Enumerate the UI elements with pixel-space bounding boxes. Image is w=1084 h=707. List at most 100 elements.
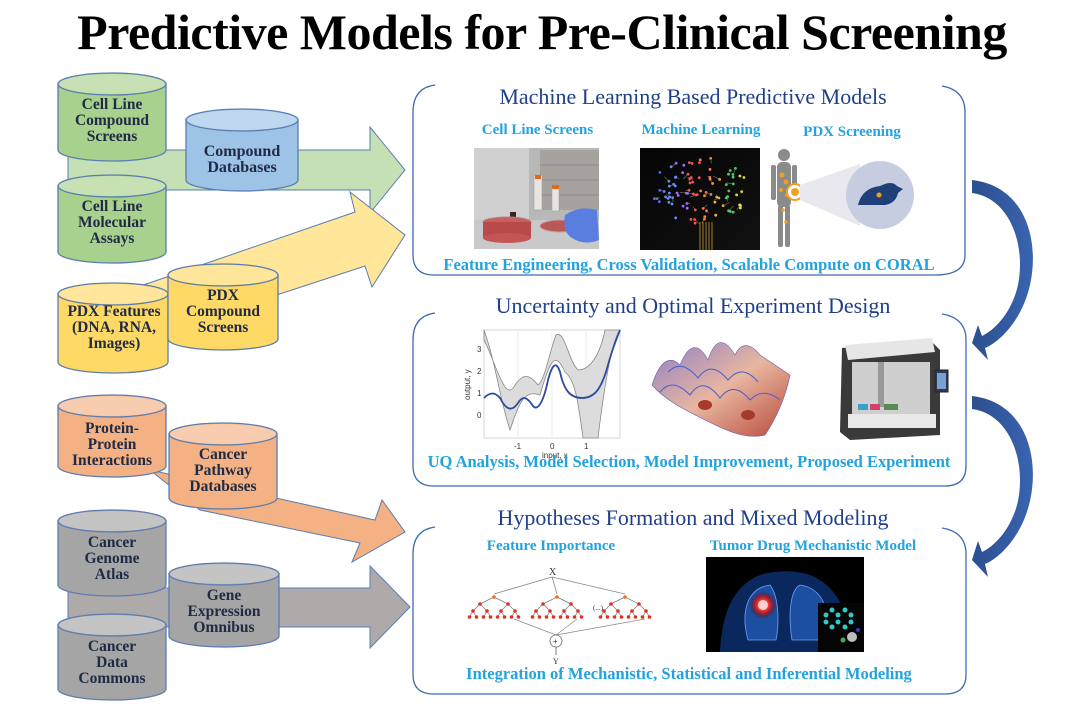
forest-node bbox=[640, 615, 645, 619]
brain-trace bbox=[705, 192, 707, 196]
brain-node bbox=[714, 213, 718, 217]
forest-node bbox=[551, 615, 556, 619]
forest-root-label: X bbox=[549, 567, 557, 578]
cyl-line: Interactions bbox=[71, 452, 153, 469]
brain-trace bbox=[664, 176, 670, 182]
gp-ytick-1: 1 bbox=[477, 389, 482, 398]
brain-node bbox=[703, 194, 706, 198]
cyl-line: Molecular bbox=[77, 214, 146, 231]
forest-node bbox=[474, 615, 479, 619]
brain-node bbox=[668, 191, 671, 195]
brain-node bbox=[735, 193, 738, 197]
forest-node bbox=[565, 615, 570, 619]
gp-ytick-2: 2 bbox=[477, 367, 482, 376]
cyl-line: Genome bbox=[84, 550, 140, 567]
brain-node bbox=[721, 204, 725, 208]
cylinder-shape-cancer-pathway-databases bbox=[168, 422, 278, 510]
gp-ytick-3: 3 bbox=[477, 345, 482, 354]
cyl-line: Commons bbox=[78, 670, 146, 687]
forest-edge bbox=[542, 596, 558, 605]
forest-node bbox=[605, 615, 610, 619]
cylinder-cell-line-compound-screens: Cell Line Compound Screens bbox=[58, 97, 166, 145]
forest-node bbox=[502, 615, 507, 619]
forest-node bbox=[485, 609, 489, 613]
cylinder-protein-protein-interactions: Protein- Protein Interactions bbox=[58, 421, 166, 469]
gp-xtick-0: -1 bbox=[514, 442, 522, 451]
cylinder-cancer-pathway-databases: Cancer Pathway Databases bbox=[169, 447, 277, 495]
cell-culture-photo bbox=[474, 148, 599, 249]
brain-node bbox=[697, 176, 701, 180]
forest-node bbox=[619, 615, 624, 619]
circuit-brain-image bbox=[640, 148, 760, 250]
curved-arrow-stage1-to-2 bbox=[972, 180, 1033, 360]
stage-2-title: Uncertainty and Optimal Experiment Desig… bbox=[452, 293, 934, 319]
forest-node bbox=[623, 595, 627, 599]
brain-node bbox=[674, 176, 677, 179]
cylinder-shape-protein-protein-interactions bbox=[57, 394, 167, 478]
forest-edge bbox=[556, 596, 572, 605]
forest-node bbox=[647, 615, 652, 619]
brain-node bbox=[682, 163, 686, 167]
brain-node bbox=[667, 184, 671, 188]
forest-edge bbox=[493, 596, 509, 605]
brain-node bbox=[727, 172, 730, 176]
cylinder-compound-databases: Compound Databases bbox=[186, 144, 298, 176]
stage-3-title: Hypotheses Formation and Mixed Modeling bbox=[452, 505, 934, 531]
cyl-line: Compound bbox=[74, 112, 150, 129]
cyl-line: Expression bbox=[187, 603, 261, 620]
brain-node bbox=[731, 175, 735, 179]
forest-edge bbox=[479, 596, 495, 605]
gp-ylabel: output, y bbox=[463, 369, 472, 400]
stage-3-panel-label-feature-importance: Feature Importance bbox=[486, 538, 616, 554]
gp-ytick-0: 0 bbox=[477, 411, 482, 420]
brain-node bbox=[669, 165, 673, 169]
cylinder-shape-cancer-data-commons bbox=[57, 613, 167, 701]
stage-1-panel-label-machine-learning: Machine Learning bbox=[641, 122, 761, 138]
brain-trace bbox=[666, 193, 670, 198]
cyl-line: Omnibus bbox=[193, 619, 255, 636]
brain-node bbox=[728, 169, 732, 172]
forest-node bbox=[579, 615, 584, 619]
brain-node bbox=[673, 184, 677, 188]
stage-1-footer: Feature Engineering, Cross Validation, S… bbox=[443, 255, 935, 274]
brain-node bbox=[687, 161, 691, 165]
brain-trace bbox=[702, 204, 708, 209]
forest-edge bbox=[555, 618, 578, 636]
stage-box-1-border bbox=[412, 84, 966, 276]
brain-trace bbox=[736, 205, 741, 210]
brain-node bbox=[693, 221, 697, 225]
forest-ellipsis: (...) bbox=[593, 604, 604, 612]
brain-node bbox=[713, 200, 717, 204]
stage-1-title: Machine Learning Based Predictive Models bbox=[452, 84, 934, 110]
stage-1-panel-label-pdx-screening: PDX Screening bbox=[803, 124, 901, 140]
random-forest-diagram: X (...) + Y bbox=[467, 567, 652, 666]
brain-trace bbox=[733, 168, 736, 174]
cyl-line: Cell Line bbox=[81, 198, 143, 215]
cyl-line: Atlas bbox=[94, 566, 130, 583]
forest-combine-label: + bbox=[553, 637, 558, 646]
brain-trace bbox=[726, 182, 734, 185]
brain-node bbox=[658, 189, 662, 192]
gp-xtick-2: 1 bbox=[584, 442, 589, 451]
forest-node bbox=[481, 615, 486, 619]
cylinder-shape-cell-line-molecular-assays bbox=[57, 174, 167, 264]
brain-trace bbox=[701, 218, 705, 224]
cyl-line: Cancer bbox=[87, 638, 137, 655]
brain-trace bbox=[740, 191, 742, 195]
forest-node bbox=[612, 615, 617, 619]
brain-trace bbox=[672, 197, 674, 202]
brain-node bbox=[727, 189, 731, 193]
forest-node bbox=[478, 602, 482, 606]
stage-2-footer: UQ Analysis, Model Selection, Model Impr… bbox=[427, 452, 951, 471]
cyl-line: Assays bbox=[89, 230, 135, 247]
forest-node bbox=[499, 609, 503, 613]
cyl-line: Gene bbox=[206, 587, 242, 604]
forest-node bbox=[633, 615, 638, 619]
stage-3-panel-label-tumor-drug-model: Tumor Drug Mechanistic Model bbox=[709, 538, 917, 554]
forest-node bbox=[513, 609, 517, 613]
forest-node bbox=[534, 609, 538, 613]
brain-node bbox=[686, 192, 690, 195]
brain-node bbox=[742, 176, 746, 179]
cyl-line: Cell Line bbox=[81, 96, 143, 113]
